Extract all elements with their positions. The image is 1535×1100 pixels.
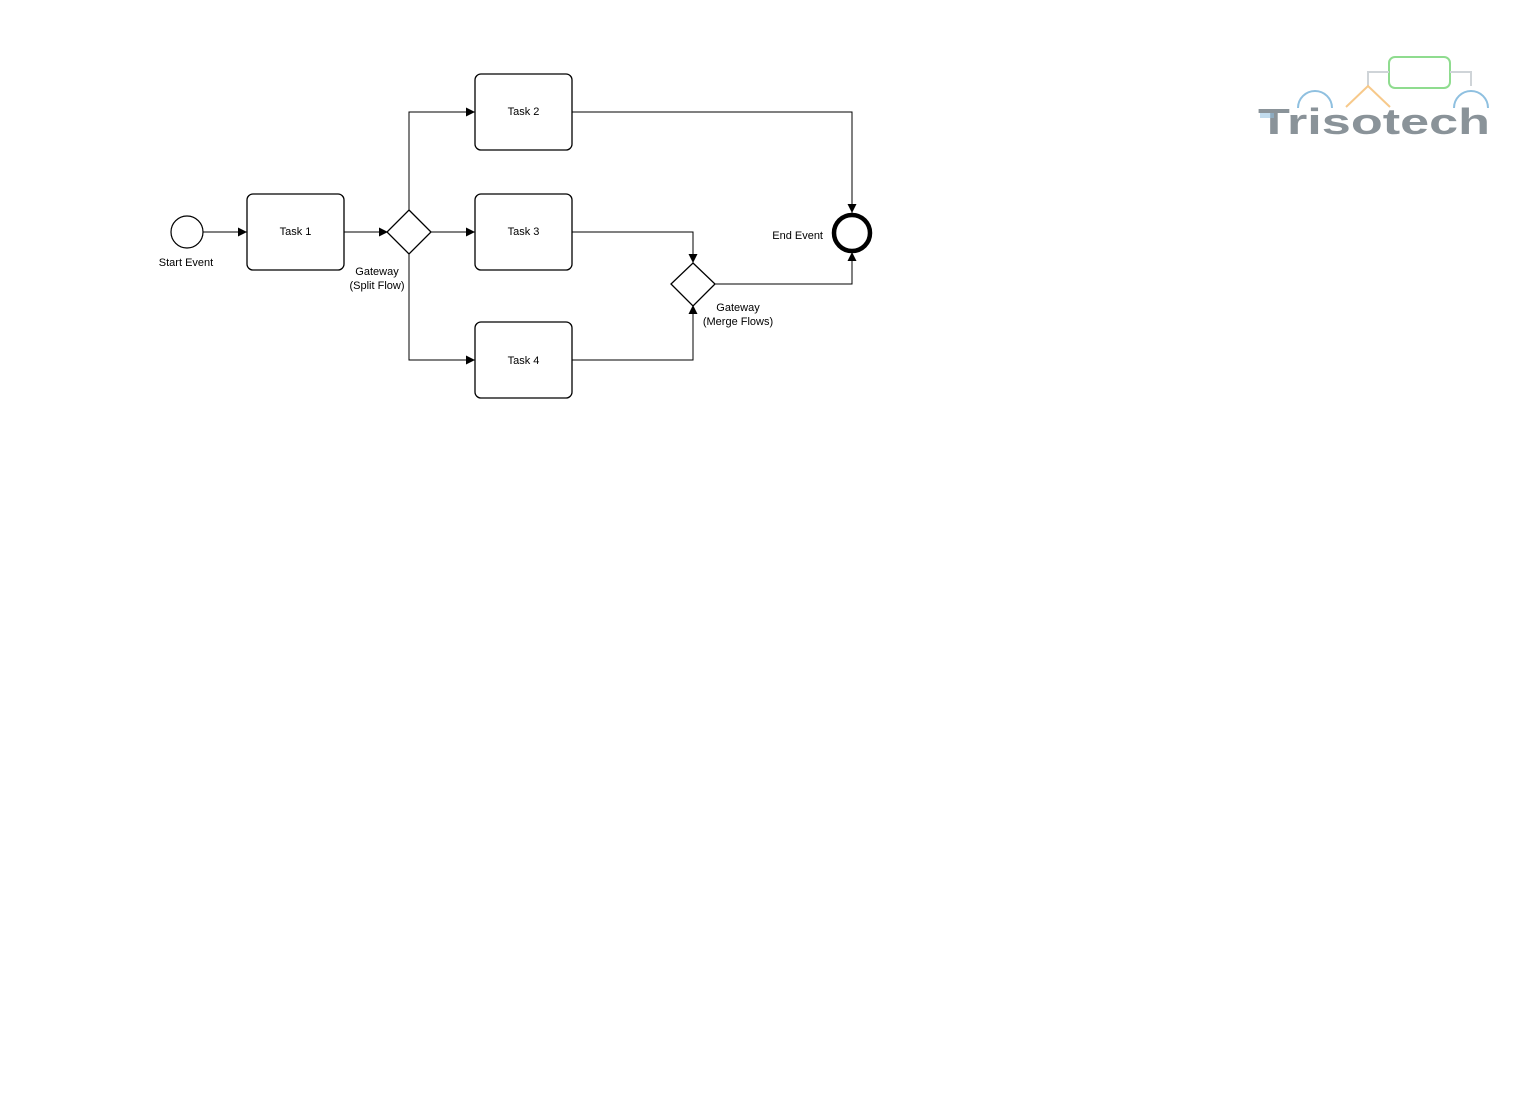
end-event[interactable]: End Event bbox=[772, 212, 873, 254]
merge-gateway-label-line2: (Merge Flows) bbox=[703, 316, 773, 328]
task-1[interactable]: Task 1 bbox=[246, 193, 345, 271]
split-gateway[interactable]: Gateway (Split Flow) bbox=[349, 209, 432, 292]
split-gateway-label-line1: Gateway bbox=[355, 266, 399, 278]
flow-task2-to-end-event[interactable] bbox=[572, 111, 857, 213]
logo-text: Trisotech bbox=[1258, 101, 1490, 142]
flow-merge-gateway-to-end-event[interactable] bbox=[715, 252, 857, 285]
task-4-label: Task 4 bbox=[508, 355, 540, 367]
logo-graphic-icon bbox=[1297, 56, 1489, 109]
task-1-box[interactable] bbox=[246, 193, 345, 271]
start-event-label: Start Event bbox=[159, 257, 213, 269]
task-3-label: Task 3 bbox=[508, 226, 540, 238]
merge-gateway-diamond[interactable] bbox=[670, 262, 716, 307]
merge-gateway-label-line1: Gateway bbox=[716, 302, 760, 314]
task-1-label: Task 1 bbox=[280, 226, 312, 238]
logo-right-connector bbox=[1450, 71, 1472, 86]
end-event-label: End Event bbox=[772, 230, 823, 242]
flow-task4-to-merge-gateway[interactable] bbox=[572, 305, 698, 361]
merge-gateway[interactable]: Gateway (Merge Flows) bbox=[670, 262, 773, 328]
task-4[interactable]: Task 4 bbox=[474, 321, 573, 399]
logo-t-blue-accent bbox=[1260, 113, 1274, 118]
split-gateway-label-line2: (Split Flow) bbox=[349, 280, 404, 292]
task-2-label: Task 2 bbox=[508, 106, 540, 118]
start-event[interactable]: Start Event bbox=[159, 215, 213, 269]
task-2[interactable]: Task 2 bbox=[474, 73, 573, 151]
sequence-flows bbox=[203, 107, 857, 365]
flow-split-to-task2[interactable] bbox=[408, 107, 475, 211]
split-gateway-diamond[interactable] bbox=[386, 209, 432, 255]
task-3[interactable]: Task 3 bbox=[474, 193, 573, 271]
task-2-box[interactable] bbox=[474, 73, 573, 151]
logo-right-blue-arc bbox=[1453, 90, 1489, 109]
logo-left-blue-arc bbox=[1297, 90, 1333, 109]
flow-task3-to-merge-gateway[interactable] bbox=[572, 231, 698, 263]
logo-orange-chevron bbox=[1345, 84, 1391, 108]
task-4-box[interactable] bbox=[474, 321, 573, 399]
start-event-circle[interactable] bbox=[170, 215, 204, 249]
trisotech-logo: Trisotech bbox=[1258, 56, 1490, 142]
flow-split-to-task4[interactable] bbox=[408, 253, 475, 365]
logo-green-box bbox=[1388, 56, 1451, 89]
logo-left-connector bbox=[1367, 71, 1389, 86]
task-3-box[interactable] bbox=[474, 193, 573, 271]
end-event-circle[interactable] bbox=[831, 212, 873, 254]
